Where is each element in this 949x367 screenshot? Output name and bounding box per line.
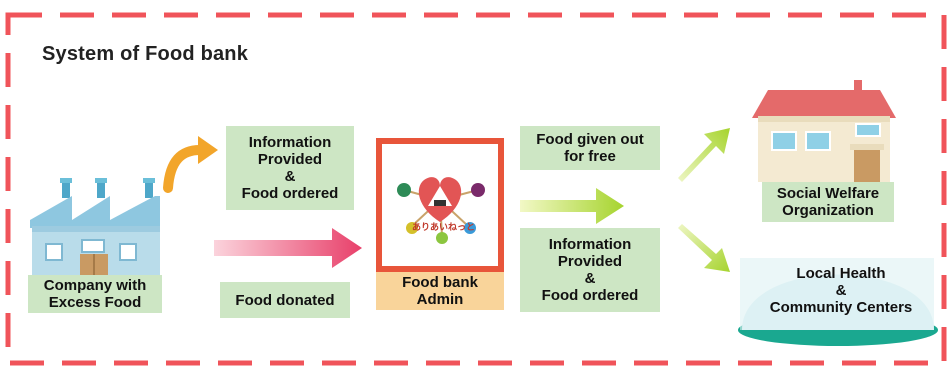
pink-arrow <box>214 228 362 268</box>
food-donated-box: Food donated <box>220 282 350 318</box>
info-provided-right-box: Information Provided & Food ordered <box>520 228 660 312</box>
company-label: Company with Excess Food <box>28 275 162 313</box>
food-bank-admin-label: Food bank Admin <box>376 272 504 310</box>
green-arrow-up <box>678 128 730 182</box>
info-provided-left-box: Information Provided & Food ordered <box>226 126 354 210</box>
orange-arrow <box>163 145 205 193</box>
admin-logo-text: ありあいねっと <box>412 222 476 232</box>
food-given-free-box: Food given out for free <box>520 126 660 170</box>
social-welfare-label: Social Welfare Organization <box>762 182 894 222</box>
diagram-title: System of Food bank <box>42 43 249 65</box>
green-arrow-down <box>678 224 730 272</box>
community-center-label: Local Health & Community Centers <box>769 264 913 316</box>
green-arrow-right <box>520 188 624 224</box>
